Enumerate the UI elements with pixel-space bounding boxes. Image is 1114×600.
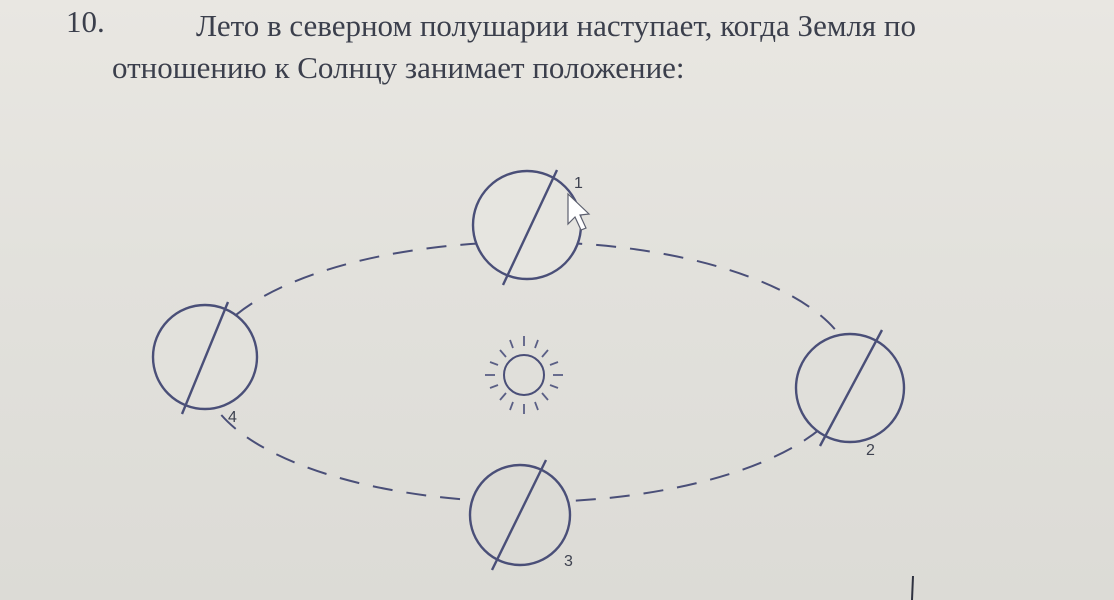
- position-label-2: 2: [866, 442, 875, 459]
- earth-position-4[interactable]: 4: [151, 301, 259, 426]
- question-text-line-2: отношению к Солнцу занимает положение:: [112, 50, 685, 85]
- orbit-path: [202, 241, 854, 503]
- earth-position-2[interactable]: 2: [794, 329, 906, 459]
- question-text-line-1: Лето в северном полушарии наступает, ког…: [196, 8, 917, 43]
- sun-icon: [485, 336, 563, 414]
- position-label-1: 1: [574, 175, 583, 192]
- earth-position-1[interactable]: 1: [471, 169, 583, 286]
- question-block: 10. Лето в северном полушарии наступает,…: [0, 0, 1114, 120]
- position-label-3: 3: [564, 553, 573, 570]
- position-label-4: 4: [228, 409, 237, 426]
- mouse-cursor-icon: [567, 192, 591, 231]
- earth-axis-3: [490, 459, 548, 571]
- earth-axis-2: [818, 329, 884, 447]
- earth-position-3[interactable]: 3: [468, 459, 573, 571]
- question-number: 10.: [66, 4, 105, 39]
- earth-axis-4: [180, 301, 230, 415]
- earth-axis-1: [501, 169, 559, 286]
- stray-mark: [911, 575, 914, 600]
